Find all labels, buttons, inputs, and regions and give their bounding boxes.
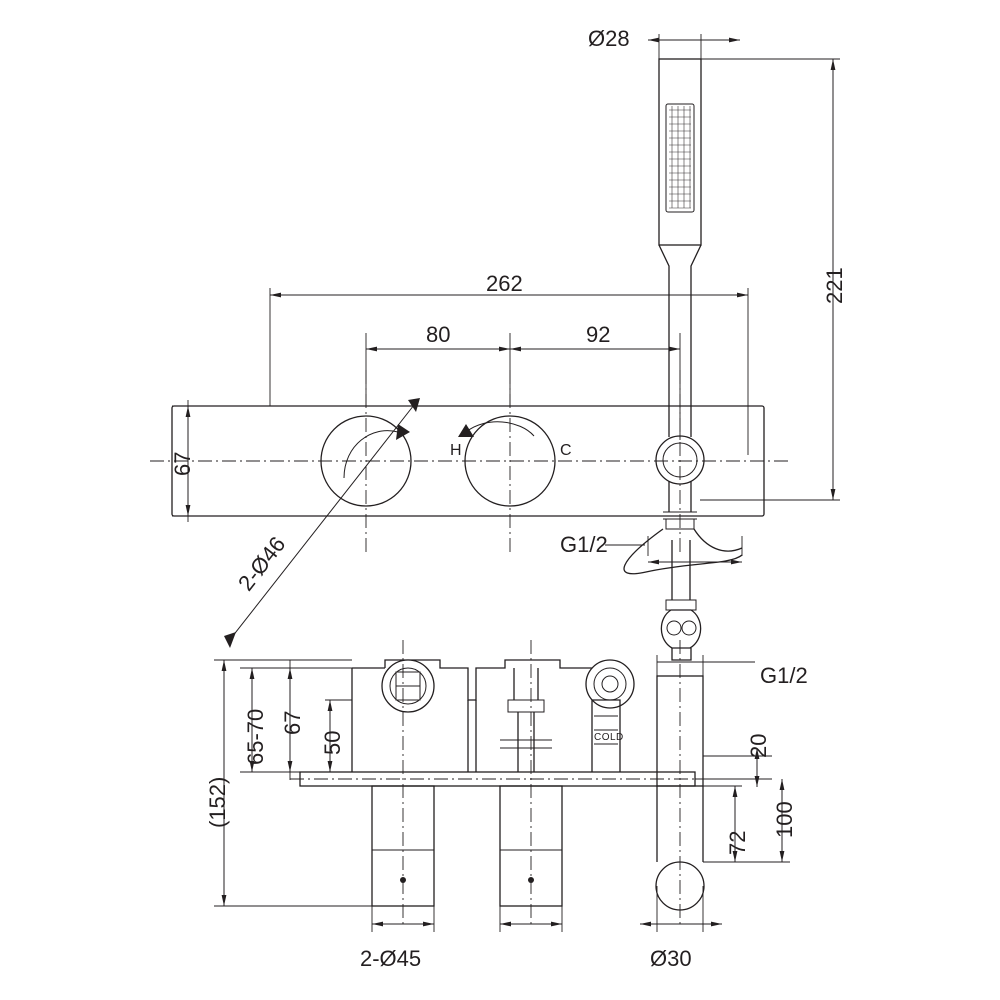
dimension-label-92: 92 <box>586 322 611 347</box>
dimension-label-100: 100 <box>772 801 797 838</box>
dimension-label-20: 20 <box>746 733 771 758</box>
handle-label-hot: H <box>450 442 462 459</box>
dimension-label-dia28: Ø28 <box>588 26 630 51</box>
handle-label-cold: C <box>560 442 572 459</box>
dimension-label-65-70: 65-70 <box>243 708 268 765</box>
dimension-label-67-top: 67 <box>280 710 305 735</box>
dimension-label-dia30: Ø30 <box>650 946 692 971</box>
valve-label-cold: COLD <box>594 732 624 743</box>
dimension-label-2x45: 2-Ø45 <box>360 946 422 971</box>
dimension-label-72: 72 <box>725 830 750 855</box>
dimension-label-g12-front: G1/2 <box>560 532 608 557</box>
dimension-label-221: 221 <box>822 267 847 304</box>
dimension-label-50: 50 <box>320 730 345 755</box>
dimension-label-80: 80 <box>426 322 451 347</box>
dimension-label-152: (152) <box>205 776 230 828</box>
dimension-label-262: 262 <box>486 271 523 296</box>
dimension-label-g12-top: G1/2 <box>760 663 808 688</box>
dimension-label-67-front: 67 <box>170 451 195 476</box>
